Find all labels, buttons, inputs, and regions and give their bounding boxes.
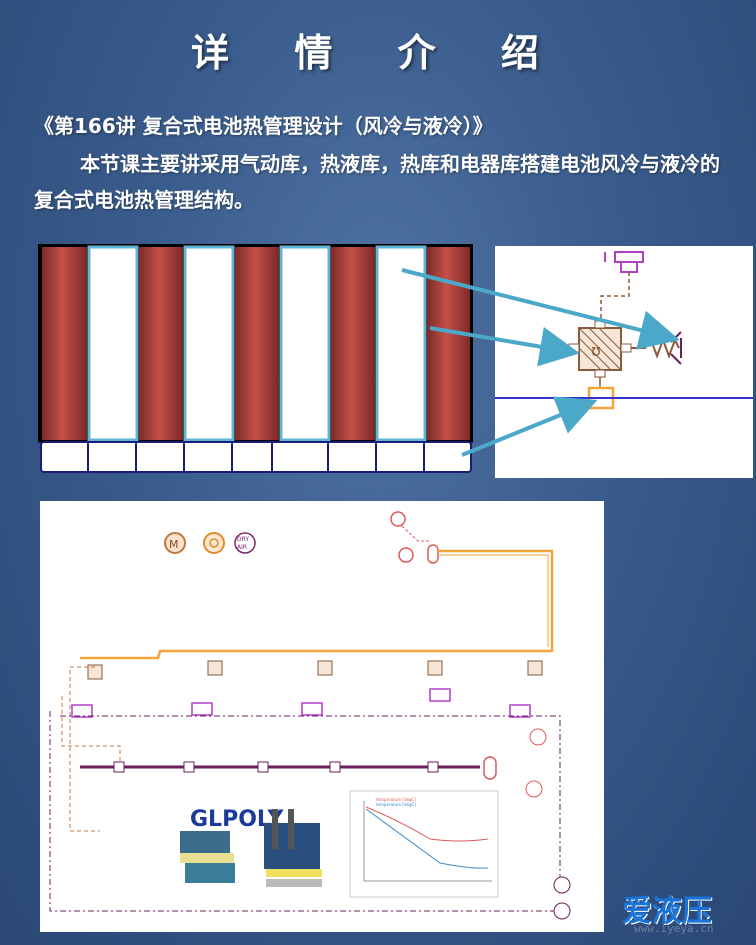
library-icons: M DRY AIR [164, 532, 256, 554]
watermark-url: www.iyeya.cn [634, 922, 714, 935]
lib-icon-m: M [169, 538, 179, 551]
svg-text:ʊ: ʊ [591, 341, 601, 360]
cooling-channel [183, 245, 235, 442]
arrow-to-fluid-node [461, 396, 598, 457]
red-cell [139, 247, 183, 440]
battery-module-image [38, 244, 473, 473]
svg-text:temperature [degC]: temperature [degC] [376, 797, 416, 802]
pipe-junctions [113, 761, 439, 773]
system-schematic: M DRY AIR [40, 501, 604, 932]
watermark-brand: 爱液压 [622, 894, 712, 929]
svg-text:AIR: AIR [237, 544, 247, 551]
top-purple-component [604, 251, 644, 273]
red-cell [42, 247, 87, 440]
arrow-to-thermal-mass [429, 326, 580, 367]
svg-text:temperature [degC]: temperature [degC] [376, 802, 416, 807]
course-title: 《第166讲 复合式电池热管理设计（风冷与液冷）》 [34, 114, 493, 138]
temperature-chart-inset: temperature [degC] temperature [degC] [349, 790, 499, 898]
cooling-channel [375, 245, 427, 442]
watermark: 爱液压 www.iyeya.cn [620, 880, 756, 945]
glpoly-inset: GLPOLY [180, 807, 322, 887]
cooling-channel [279, 245, 331, 442]
red-cell [331, 247, 375, 440]
red-cell [235, 247, 279, 440]
battery-cells [42, 245, 470, 442]
page-title: 详 情 介 绍 [191, 31, 565, 75]
purple-components [71, 688, 531, 718]
cooling-channel [87, 245, 139, 442]
svg-text:DRY: DRY [237, 536, 249, 543]
course-description: 本节课主要讲采用气动库，热液库，热库和电器库搭建电池风冷与液冷的复合式电池热管理… [34, 152, 720, 212]
thermal-blocks [87, 660, 543, 680]
cold-plate-base [40, 441, 472, 473]
arrow-to-spring [401, 268, 680, 350]
